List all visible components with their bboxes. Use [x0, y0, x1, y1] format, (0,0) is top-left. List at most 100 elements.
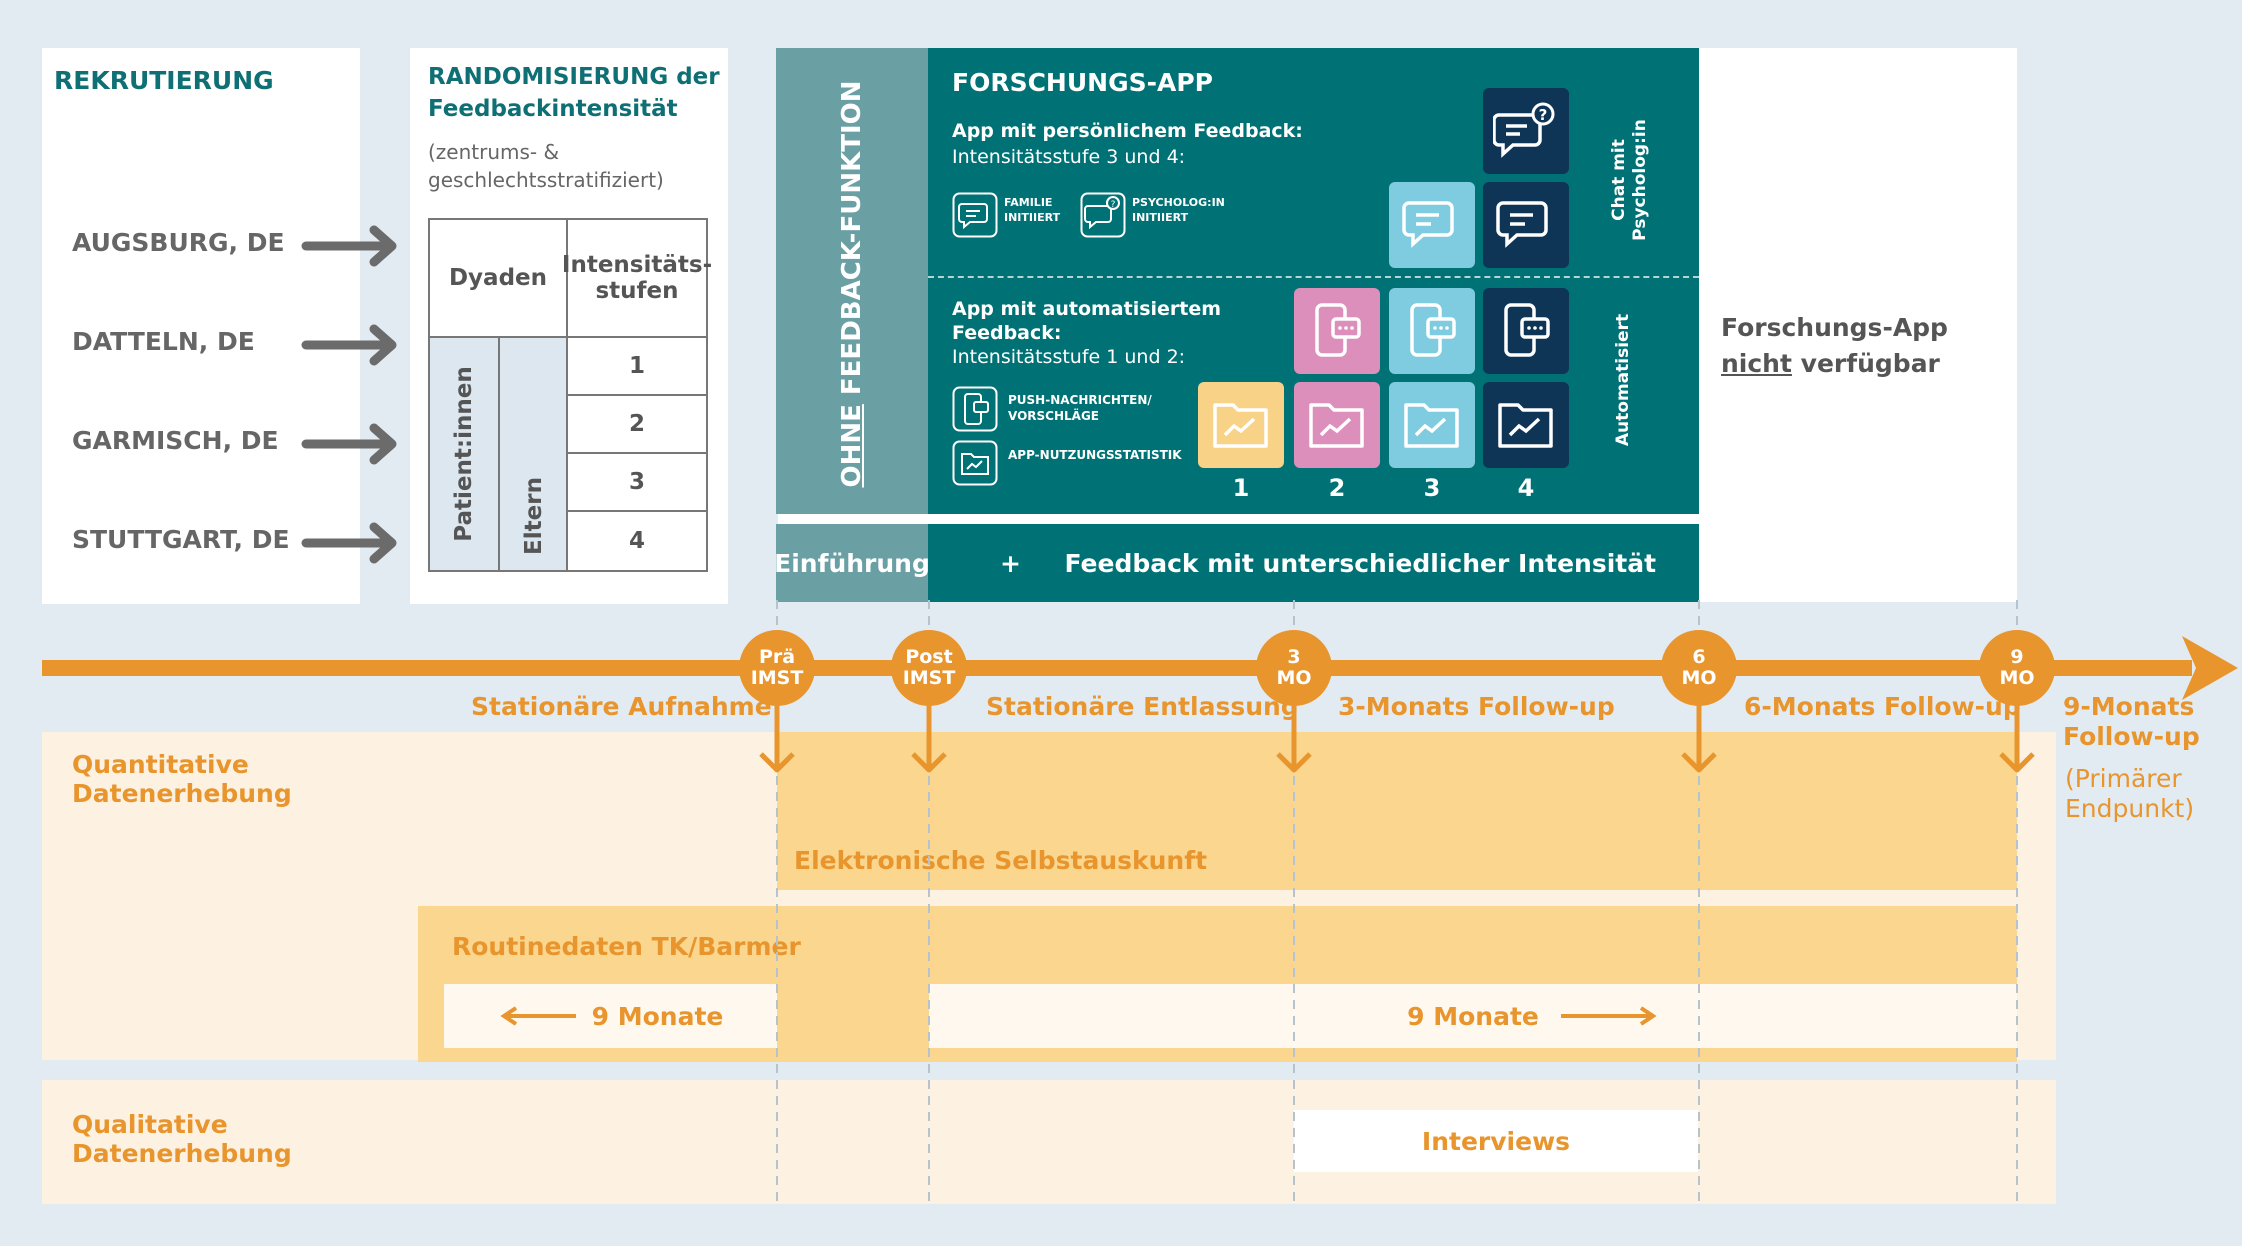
level3-stats-tile: [1389, 382, 1475, 468]
feedback-bar: + Feedback mit unterschiedlicher Intensi…: [928, 524, 1699, 602]
chat-icon: [1496, 201, 1548, 248]
quantitative-label-1: Quantitative: [72, 750, 249, 779]
level-number: 4: [1517, 474, 1535, 502]
marker-line2: MO: [1681, 667, 1717, 689]
level3-chat-tile: [1389, 182, 1475, 268]
col-levels-header: Intensitäts- stufen: [562, 220, 712, 338]
self-report-bar: [777, 732, 2017, 890]
col-levels-header-2: stufen: [595, 278, 679, 304]
no-feedback-prefix: OHNE: [837, 404, 867, 488]
nine-months-after-box: 9 Monate: [929, 984, 2017, 1048]
arrow-left-icon: [500, 1006, 576, 1026]
randomization-title-2: Feedbackintensität: [428, 96, 678, 122]
randomization-title-1: RANDOMISIERUNG der: [428, 64, 720, 90]
site-garmisch: GARMISCH, DE: [72, 426, 279, 455]
routine-data-label: Routinedaten TK/Barmer: [452, 932, 801, 961]
nine-months-before-label: 9 Monate: [591, 1001, 724, 1031]
marker-line1: Prä: [758, 646, 796, 668]
app-unavailable-rest: verfügbar: [1791, 349, 1940, 378]
chat-icon: [1402, 201, 1454, 248]
section-divider: [928, 276, 1699, 278]
app-unavailable-not: nicht: [1721, 349, 1792, 378]
folder-chart-icon: [1404, 403, 1459, 448]
no-feedback-label: OHNE FEEDBACK-FUNKTION: [837, 80, 867, 487]
phone-message-icon: [1504, 303, 1550, 357]
level-number: 1: [1232, 474, 1250, 502]
level2-push-tile: [1294, 288, 1380, 374]
no-feedback-suffix: FEEDBACK-FUNKTION: [837, 80, 867, 405]
phase-9-month-followup: 9-Monats Follow-up: [2063, 692, 2200, 752]
psychologist-label-2: INITIIERT: [1132, 211, 1189, 224]
randomization-subtitle-1: (zentrums- &: [428, 140, 560, 164]
col-levels-header-1: Intensitäts-: [561, 252, 713, 278]
no-feedback-column: [776, 48, 928, 514]
feedback-bar-label: + Feedback mit unterschiedlicher Intensi…: [1000, 548, 1657, 578]
marker-line1: Post: [905, 646, 953, 668]
qualitative-label-2: Datenerhebung: [72, 1139, 292, 1168]
phase-3-month-followup: 3-Monats Follow-up: [1338, 692, 1615, 721]
intro-label: Einführung: [774, 548, 930, 578]
quantitative-label: Quantitative Datenerhebung: [72, 750, 292, 808]
svg-text:?: ?: [1111, 200, 1116, 210]
arrow-right-icon: [1560, 1006, 1657, 1026]
level-number: 2: [1328, 474, 1346, 502]
psychologist-label-1: PSYCHOLOG:IN: [1132, 196, 1225, 209]
phase-discharge: Stationäre Entlassung: [986, 692, 1299, 721]
randomization-subtitle-2: geschlechtsstratifiziert): [428, 168, 664, 192]
family-chat-icon: [952, 192, 998, 238]
recruitment-title: REKRUTIERUNG: [54, 66, 274, 95]
site-arrows: [301, 225, 397, 564]
chat-question-icon: ?: [1493, 102, 1555, 158]
level-cell: 4: [628, 528, 645, 554]
level-cell: 2: [568, 396, 706, 454]
auto-levels: Intensitätsstufe 1 und 2:: [952, 346, 1186, 368]
site-datteln: DATTELN, DE: [72, 327, 255, 356]
qualitative-label: Qualitative Datenerhebung: [72, 1110, 292, 1168]
phone-message-icon: [1410, 303, 1456, 357]
push-phone-icon: [952, 386, 998, 432]
app-unavailable-text: Forschungs-App nicht verfügbar: [1721, 310, 1948, 382]
svg-text:?: ?: [1539, 106, 1548, 124]
site-stuttgart: STUTTGART, DE: [72, 525, 290, 554]
qualitative-label-1: Qualitative: [72, 1110, 228, 1139]
level-cell: 3: [568, 454, 706, 512]
level-number: 3: [1423, 474, 1441, 502]
level4-chat-tile: [1483, 182, 1569, 268]
usage-stats-icon: [952, 440, 998, 486]
app-bottom-separator: [778, 514, 1699, 524]
level4-push-tile: [1483, 288, 1569, 374]
push-label-2: VORSCHLÄGE: [1008, 409, 1099, 423]
folder-chart-icon: [1498, 403, 1553, 448]
psychologist-chat-icon: ?: [1080, 192, 1126, 238]
auto-heading-1: App mit automatisiertem: [952, 298, 1222, 320]
nine-months-after-label: 9 Monate: [1407, 1001, 1539, 1031]
psychologist-chat-tile: ?: [1483, 88, 1569, 174]
app-title: FORSCHUNGS-APP: [952, 68, 1213, 97]
level2-stats-tile: [1294, 382, 1380, 468]
marker-line2: MO: [1276, 667, 1312, 689]
phase-9m-line1: 9-Monats: [2063, 692, 2195, 721]
level-cell: 1: [568, 338, 706, 396]
phone-message-icon: [1315, 303, 1361, 357]
level3-push-tile: [1389, 288, 1475, 374]
recruitment-panel: REKRUTIERUNG AUGSBURG, DE DATTELN, DE GA…: [42, 48, 360, 604]
family-label-1: FAMILIE: [1004, 196, 1053, 209]
automated-label: Automatisiert: [1613, 313, 1633, 447]
qualitative-band: [42, 1080, 2056, 1204]
phase-admission: Stationäre Aufnahme: [471, 692, 772, 721]
quantitative-label-2: Datenerhebung: [72, 779, 292, 808]
personal-heading: App mit persönlichem Feedback:: [952, 120, 1303, 142]
interviews-box: Interviews: [1294, 1110, 1698, 1172]
interviews-label: Interviews: [1421, 1126, 1571, 1156]
level1-stats-tile: [1198, 382, 1284, 468]
marker-line1: 3: [1287, 646, 1301, 668]
group-parents: Eltern: [521, 477, 547, 555]
push-label-1: PUSH-NACHRICHTEN/: [1008, 393, 1152, 407]
app-unavailable-panel: Forschungs-App nicht verfügbar: [1699, 48, 2017, 602]
app-unavailable-line1: Forschungs-App: [1721, 313, 1948, 342]
chat-label-2: Psycholog:in: [1630, 119, 1650, 241]
randomization-panel: RANDOMISIERUNG der Feedbackintensität (z…: [410, 48, 728, 604]
